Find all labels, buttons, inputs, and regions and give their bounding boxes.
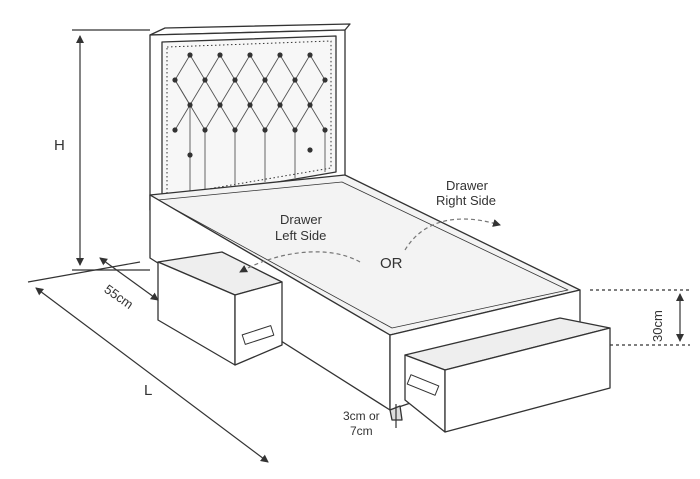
tufting-button <box>187 152 193 158</box>
drawer-left-label-line1: Drawer <box>280 212 323 227</box>
tufting-button <box>217 52 223 58</box>
tufting-button <box>322 77 328 83</box>
headboard-buttons <box>172 52 328 158</box>
tufting-button <box>172 127 178 133</box>
tufting-button <box>187 102 193 108</box>
tufting-button <box>307 52 313 58</box>
tufting-button <box>232 127 238 133</box>
drawer-direction-arrows <box>239 218 501 273</box>
left-drawer-arrow <box>239 251 361 273</box>
dimension-lines <box>27 29 690 463</box>
length-ext-left <box>27 261 141 283</box>
depth-dimension <box>99 257 159 301</box>
tufting-button <box>307 147 313 153</box>
tufting-button <box>232 77 238 83</box>
left-drawer-front <box>234 281 283 366</box>
right-drawer-front <box>444 327 611 433</box>
length-label: L <box>144 382 152 399</box>
tufting-button <box>322 127 328 133</box>
right-drawer <box>404 317 611 433</box>
tufting-button <box>217 102 223 108</box>
clearance-label-line1: 3cm or <box>343 409 380 423</box>
tufting-button <box>202 127 208 133</box>
tufting-button <box>202 77 208 83</box>
tufting-button <box>172 77 178 83</box>
tufting-button <box>247 52 253 58</box>
drawer-height-label: 30cm <box>650 310 665 342</box>
right-drawer-handle <box>406 374 440 396</box>
clearance-label-line2: 7cm <box>350 424 373 438</box>
headboard-panel <box>161 35 337 203</box>
drawer-right-label-line1: Drawer <box>446 178 489 193</box>
tufting-button <box>292 77 298 83</box>
tufting-button <box>187 52 193 58</box>
tufting-button <box>247 102 253 108</box>
length-dimension <box>35 287 269 463</box>
headboard-stitching <box>166 40 332 197</box>
tufting-button <box>292 127 298 133</box>
mattress-edge <box>157 181 569 329</box>
drawer-right-label-line2: Right Side <box>436 193 496 208</box>
tufting-button <box>277 52 283 58</box>
height-label: H <box>54 137 65 154</box>
tufting-button <box>262 127 268 133</box>
tufting-button <box>277 102 283 108</box>
tufting-button <box>307 102 313 108</box>
or-label: OR <box>380 255 403 272</box>
tufting-button <box>262 77 268 83</box>
right-drawer-arrow <box>404 218 501 251</box>
depth-label: 55cm <box>102 281 137 312</box>
drawer-left-label-line2: Left Side <box>275 228 326 243</box>
